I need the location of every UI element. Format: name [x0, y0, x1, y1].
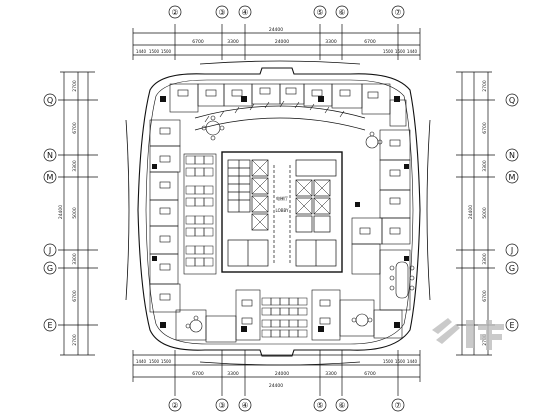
- grid-label-bottom-6: ⑦: [394, 401, 401, 410]
- dim-top-4: 3300: [325, 39, 337, 45]
- grid-label-left-4: J: [48, 246, 51, 255]
- corridor-top: [194, 100, 366, 131]
- right-dimension-lines: [456, 71, 495, 356]
- grid-label-right-1: Q: [509, 96, 515, 105]
- dim-left-7: 2700: [72, 334, 78, 346]
- building-core: [221, 151, 343, 273]
- dim-bottom-r2-5: 1500: [395, 359, 406, 364]
- dim-bottom-1: 6700: [192, 371, 204, 377]
- grid-bubbles-bottom: ② ③ ④ ⑤ ⑥ ⑦: [168, 398, 405, 412]
- grid-label-bottom-4: ⑤: [316, 401, 323, 410]
- dim-right-3: 3300: [482, 160, 488, 172]
- dim-top-5: 6700: [364, 39, 376, 45]
- grid-bubbles-left: Q N M J G E: [43, 93, 57, 332]
- dim-top-1: 6700: [192, 39, 204, 45]
- furniture: [159, 87, 415, 333]
- dim-bottom-4: 3300: [325, 371, 337, 377]
- grid-label-left-2: N: [47, 151, 53, 160]
- dimension-text: 24400 6700 3300 24000 3300 6700 1440 150…: [58, 27, 488, 389]
- dim-bottom-r2-4: 1500: [383, 359, 394, 364]
- watermark-logo: [432, 318, 504, 350]
- dim-bottom-total: 24400: [269, 383, 283, 389]
- grid-label-bottom-1: ②: [171, 401, 178, 410]
- dim-right-2: 6700: [482, 122, 488, 134]
- grid-label-right-5: G: [509, 264, 515, 273]
- dim-top-r2-5: 1500: [395, 49, 406, 54]
- dim-top-r2-4: 1500: [383, 49, 394, 54]
- dim-bottom-r2-2: 1500: [149, 359, 160, 364]
- grid-bubbles-right: Q N M J G E: [505, 93, 519, 332]
- grid-label-top-4: ⑤: [316, 8, 323, 17]
- building-outline: [125, 60, 431, 366]
- dim-bottom-r2-3: 1500: [161, 359, 172, 364]
- core-label-1: 电梯厅: [276, 195, 288, 201]
- dim-right-total: 24400: [468, 205, 474, 219]
- dim-top-2: 3300: [227, 39, 239, 45]
- dim-top-3: 24000: [275, 39, 289, 45]
- grid-label-left-3: M: [47, 173, 54, 182]
- dim-left-5: 3300: [72, 253, 78, 265]
- core-label-2: LOBBY: [276, 208, 290, 213]
- dim-right-4: 5000: [482, 207, 488, 219]
- grid-label-top-3: ④: [241, 8, 248, 17]
- dim-top-total: 24400: [269, 27, 283, 33]
- dim-left-total: 24400: [58, 205, 64, 219]
- grid-label-top-5: ⑥: [338, 8, 345, 17]
- grid-label-left-1: Q: [47, 96, 53, 105]
- dim-right-6: 6700: [482, 290, 488, 302]
- dim-right-5: 3300: [482, 253, 488, 265]
- dim-left-4: 5000: [72, 207, 78, 219]
- grid-bubbles-top: ② ③ ④ ⑤ ⑥ ⑦: [168, 5, 405, 19]
- dim-top-r2-2: 1500: [149, 49, 160, 54]
- dim-bottom-5: 6700: [364, 371, 376, 377]
- workstations-left: [185, 155, 214, 267]
- dim-top-r2-3: 1500: [161, 49, 172, 54]
- dim-bottom-r2-1: 1440: [136, 359, 147, 364]
- top-dimension-lines: [132, 24, 421, 60]
- structural-columns: [152, 96, 409, 332]
- dim-bottom-3: 24000: [275, 371, 289, 377]
- dim-top-r2-6: 1440: [407, 49, 418, 54]
- dim-top-r2-1: 1440: [136, 49, 147, 54]
- grid-label-top-1: ②: [171, 8, 178, 17]
- dim-bottom-r2-6: 1440: [407, 359, 418, 364]
- grid-label-left-6: E: [47, 321, 52, 330]
- dim-right-1: 2700: [482, 80, 488, 92]
- left-dimension-lines: [58, 71, 98, 356]
- grid-label-right-4: J: [510, 246, 513, 255]
- office-rooms: [149, 83, 411, 343]
- dim-left-2: 6700: [72, 122, 78, 134]
- grid-label-bottom-5: ⑥: [338, 401, 345, 410]
- grid-label-top-2: ③: [218, 8, 225, 17]
- grid-label-right-2: N: [509, 151, 515, 160]
- dim-left-6: 6700: [72, 290, 78, 302]
- dim-bottom-2: 3300: [227, 371, 239, 377]
- grid-label-right-3: M: [509, 173, 516, 182]
- grid-label-left-5: G: [47, 264, 53, 273]
- grid-label-bottom-3: ④: [241, 401, 248, 410]
- grid-label-top-6: ⑦: [394, 8, 401, 17]
- workstations-bottom: [261, 297, 308, 338]
- grid-label-bottom-2: ③: [218, 401, 225, 410]
- grid-label-right-6: E: [509, 321, 514, 330]
- dim-left-1: 2700: [72, 80, 78, 92]
- dim-left-3: 3300: [72, 160, 78, 172]
